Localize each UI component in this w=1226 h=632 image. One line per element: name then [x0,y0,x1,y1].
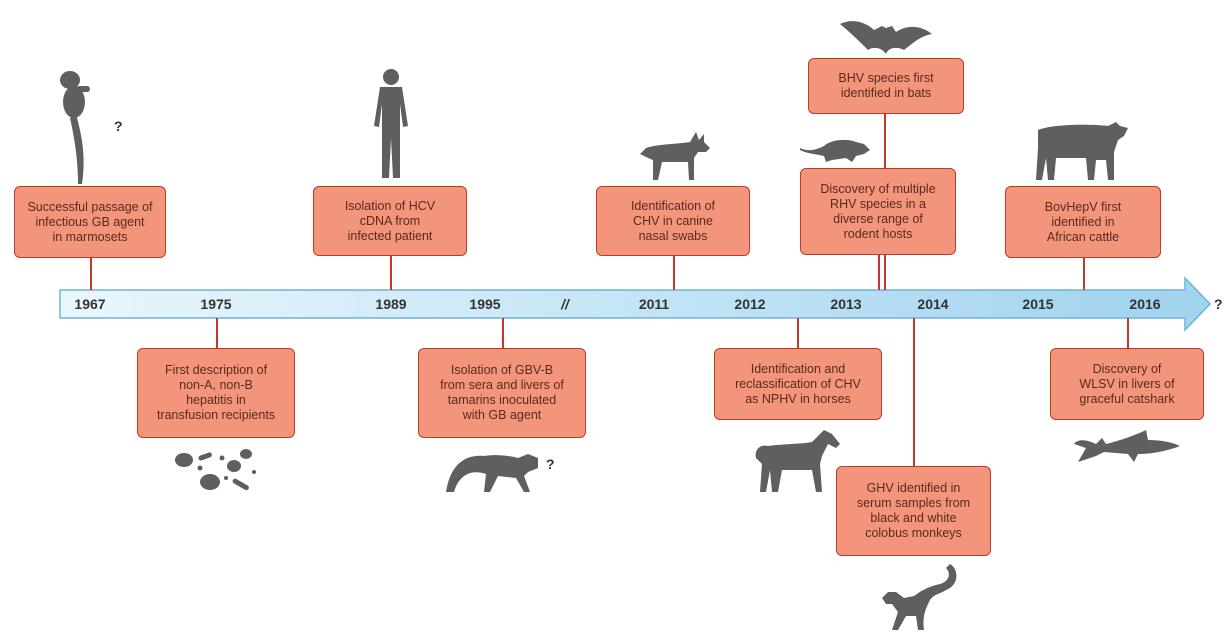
timeline-break: // [561,296,569,312]
connector-1967 [90,258,92,290]
connector-2013-rhv [878,255,880,290]
year-2012: 2012 [734,296,766,312]
connector-2011 [673,256,675,290]
human-icon [374,69,408,178]
connector-2015 [1083,258,1085,290]
event-box-chv-canine: Identification of CHV in canine nasal sw… [596,186,750,256]
connector-2014 [913,318,915,466]
event-box-wlsv-catshark: Discovery of WLSV in livers of graceful … [1050,348,1204,420]
event-box-rhv-rodents: Discovery of multiple RHV species in a d… [800,168,956,255]
event-box-gbv-b: Isolation of GBV-B from sera and livers … [418,348,586,438]
connector-1975 [216,318,218,348]
connector-2016 [1127,318,1129,348]
connector-1989 [390,256,392,290]
colobus-monkey-icon [882,564,957,630]
event-box-non-a-non-b: First description of non-A, non-B hepati… [137,348,295,438]
year-1995: 1995 [469,296,501,312]
horse-icon [755,430,840,492]
year-2015: 2015 [1022,296,1054,312]
event-box-bovhepv: BovHepV first identified in African catt… [1005,186,1161,258]
year-2013: 2013 [830,296,862,312]
event-box-hcv: Isolation of HCV cDNA from infected pati… [313,186,467,256]
bat-icon [840,21,932,54]
year-2014: 2014 [917,296,949,312]
uncertain-mark-tamarin: ? [546,456,555,472]
year-2016: 2016 [1129,296,1161,312]
connector-1995 [502,318,504,348]
event-box-bhv-bats: BHV species first identified in bats [808,58,964,114]
tamarin-icon [446,454,538,492]
shark-icon [1074,430,1180,462]
timeline-end-mark: ? [1214,296,1223,312]
rodent-icon [800,139,870,162]
year-1989: 1989 [375,296,407,312]
connector-2012 [797,318,799,348]
blood-cells-icon [175,449,256,491]
cow-icon [1036,122,1128,180]
event-box-ghv-colobus: GHV identified in serum samples from bla… [836,466,991,556]
year-2011: 2011 [638,296,670,312]
marmoset-icon [60,71,90,184]
event-box-nphv-horses: Identification and reclassification of C… [714,348,882,420]
year-1975: 1975 [200,296,232,312]
event-box-marmosets: Successful passage of infectious GB agen… [14,186,166,258]
uncertain-mark-marmoset: ? [114,118,123,134]
dog-icon [640,132,710,180]
year-1967: 1967 [74,296,106,312]
